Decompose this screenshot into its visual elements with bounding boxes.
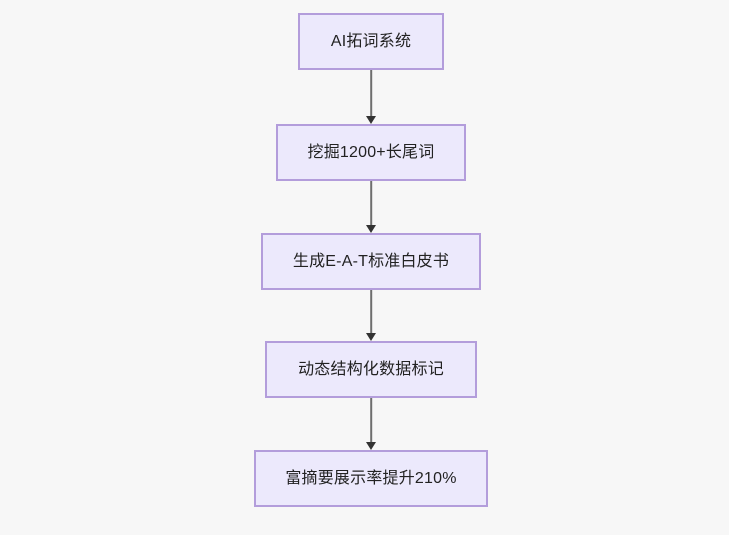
arrowhead-down-icon — [366, 442, 376, 450]
flow-edge-n3-to-n4 — [365, 290, 377, 341]
flow-node-label: 富摘要展示率提升210% — [285, 469, 457, 487]
arrowhead-down-icon — [366, 116, 376, 124]
flow-node-n1[interactable]: AI拓词系统 — [298, 13, 444, 70]
flow-node-label: AI拓词系统 — [330, 32, 412, 50]
flow-node-label: 挖掘1200+长尾词 — [307, 143, 435, 161]
edge-line — [370, 70, 372, 117]
arrowhead-down-icon — [366, 333, 376, 341]
edge-line — [370, 290, 372, 334]
arrowhead-down-icon — [366, 225, 376, 233]
flow-node-n2[interactable]: 挖掘1200+长尾词 — [276, 124, 466, 181]
flow-edge-n2-to-n3 — [365, 181, 377, 233]
flow-node-n5[interactable]: 富摘要展示率提升210% — [254, 450, 488, 507]
flow-edge-n1-to-n2 — [365, 70, 377, 124]
flow-node-n4[interactable]: 动态结构化数据标记 — [265, 341, 477, 398]
flow-node-label: 动态结构化数据标记 — [298, 360, 444, 378]
flow-edge-n4-to-n5 — [365, 398, 377, 450]
edge-line — [370, 398, 372, 443]
flow-node-label: 生成E-A-T标准白皮书 — [292, 252, 450, 270]
edge-line — [370, 181, 372, 226]
flow-node-n3[interactable]: 生成E-A-T标准白皮书 — [261, 233, 481, 290]
